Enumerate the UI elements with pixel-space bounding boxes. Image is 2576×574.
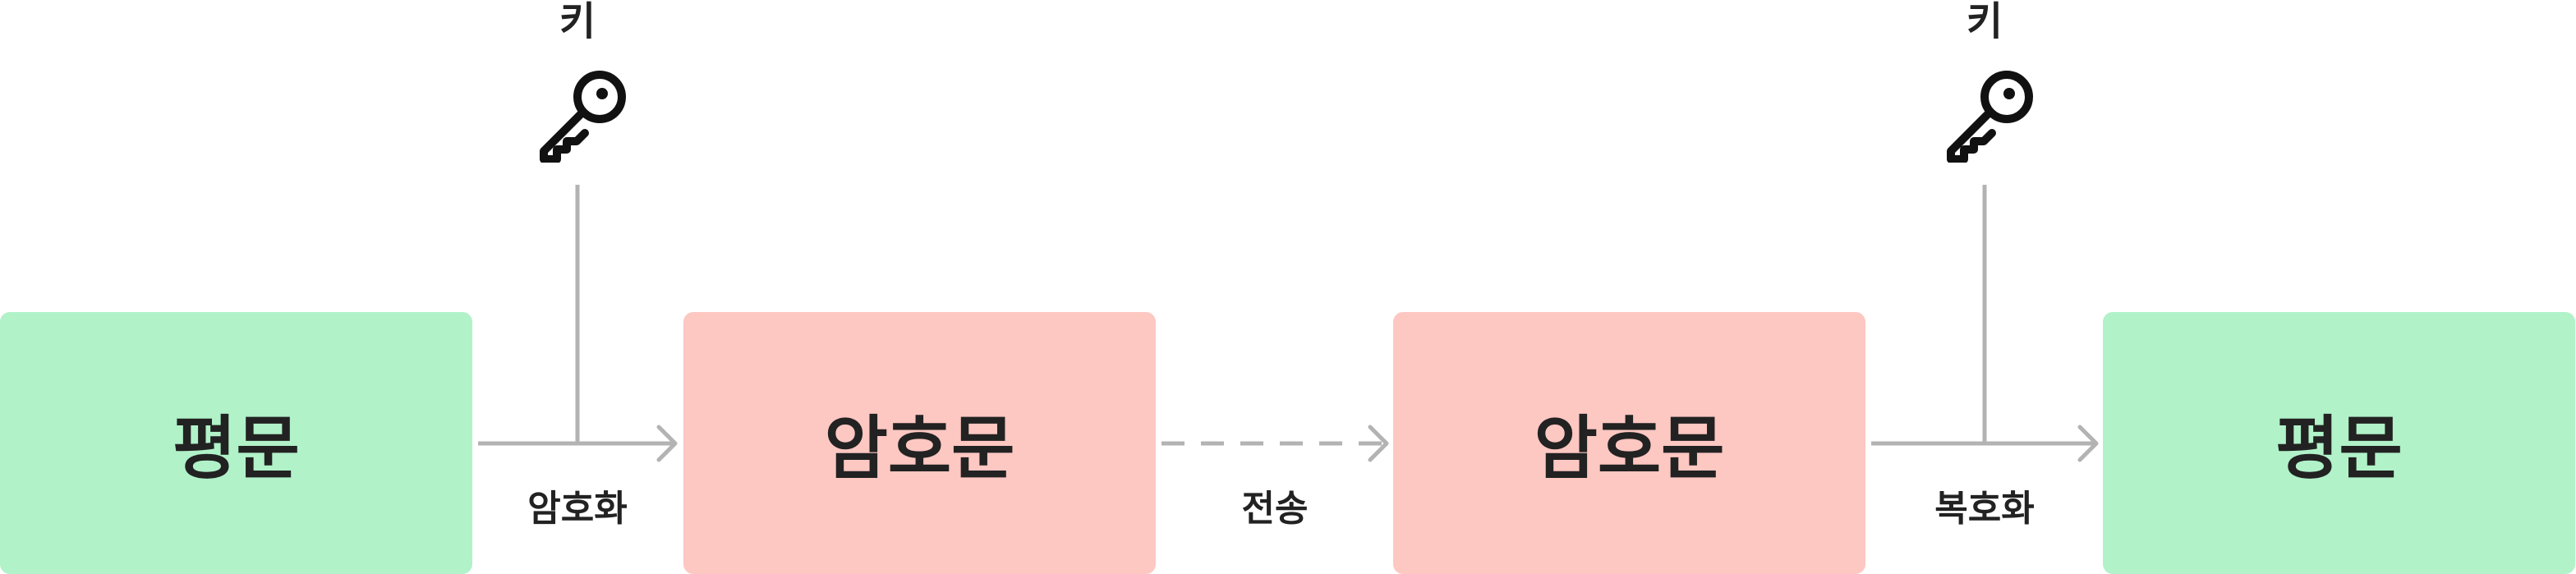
encrypt-arrow-head bbox=[656, 425, 678, 462]
ciphertext-label-right: 암호문 bbox=[1534, 408, 1725, 489]
key-icon bbox=[1947, 71, 2033, 163]
transmit-label: 전송 bbox=[1241, 488, 1309, 530]
plaintext-label-left: 평문 bbox=[172, 408, 300, 489]
ciphertext-box-left: 암호문 bbox=[683, 312, 1156, 574]
ciphertext-box-right: 암호문 bbox=[1393, 312, 1865, 574]
encrypt-key-label: 키 bbox=[559, 0, 596, 44]
ciphertext-label-left: 암호문 bbox=[824, 408, 1015, 489]
plaintext-box-left: 평문 bbox=[0, 312, 472, 574]
decrypt-key-label: 키 bbox=[1966, 0, 2003, 44]
plaintext-box-right: 평문 bbox=[2103, 312, 2575, 574]
encrypt-label: 암호화 bbox=[527, 488, 628, 530]
transmit-arrow-head bbox=[1368, 425, 1389, 462]
decrypt-label: 복호화 bbox=[1934, 488, 2035, 530]
decrypt-arrow-head bbox=[2077, 425, 2099, 462]
plaintext-label-right: 평문 bbox=[2275, 408, 2403, 489]
key-icon bbox=[540, 71, 626, 163]
